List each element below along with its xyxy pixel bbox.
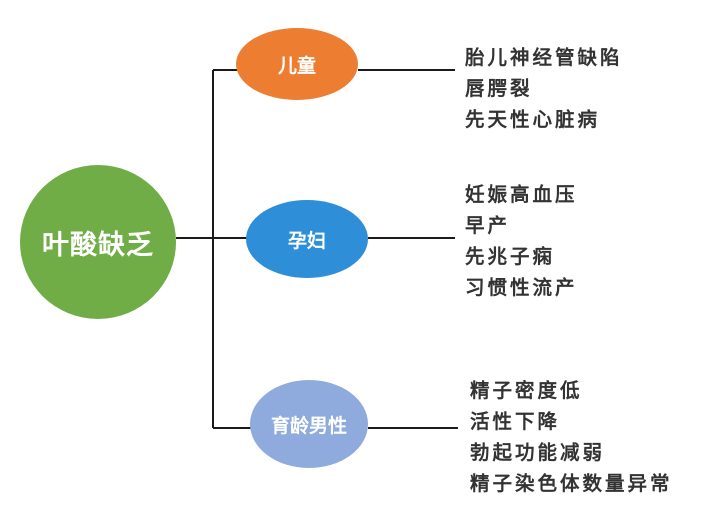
list-item: 唇腭裂 <box>465 77 533 100</box>
list-item: 习惯性流产 <box>465 276 578 299</box>
list-item: 早产 <box>465 214 511 237</box>
list-item: 胎儿神经管缺陷 <box>465 46 623 69</box>
root-label: 叶酸缺乏 <box>42 229 154 261</box>
branch-label-children: 儿童 <box>277 54 316 77</box>
branch-label-men: 育龄男性 <box>270 414 347 437</box>
list-item: 妊娠高血压 <box>465 183 578 206</box>
list-item: 活性下降 <box>470 410 561 433</box>
branch-node-men: 育龄男性 <box>250 380 368 468</box>
list-item: 先天性心脏病 <box>465 108 601 131</box>
branch-node-pregnant: 孕妇 <box>246 200 368 278</box>
item-list-pregnant: 妊娠高血压 早产 先兆子痫 习惯性流产 <box>465 179 578 303</box>
branch-label-pregnant: 孕妇 <box>287 229 326 252</box>
list-item: 勃起功能减弱 <box>470 441 606 464</box>
list-item: 精子染色体数量异常 <box>470 472 673 495</box>
item-list-children: 胎儿神经管缺陷 唇腭裂 先天性心脏病 <box>465 42 623 135</box>
branch-node-children: 儿童 <box>236 28 358 100</box>
root-node: 叶酸缺乏 <box>20 165 176 319</box>
list-item: 精子密度低 <box>470 379 583 402</box>
item-list-men: 精子密度低 活性下降 勃起功能减弱 精子染色体数量异常 <box>470 375 673 499</box>
list-item: 先兆子痫 <box>465 245 556 268</box>
